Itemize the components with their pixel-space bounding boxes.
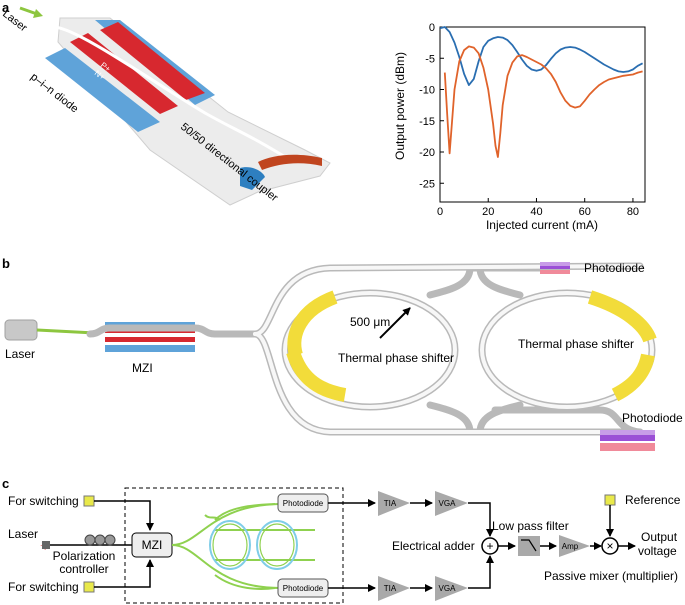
panel-b-label: b [2,256,10,271]
electrical-adder-label: Electrical adder [392,539,475,553]
vga-bottom-label: VGA [439,584,457,593]
tia-bottom-label: TIA [384,584,397,593]
waveguide [54,25,291,162]
series-line-1 [439,26,644,86]
laser-label-c: Laser [8,527,38,541]
passive-mixer-label: Passive mixer (multiplier) [544,569,678,583]
tia-bottom-icon [378,576,410,601]
polarization-paddle-2-icon [94,534,106,546]
heater-left-top [287,290,338,358]
mzi-device [86,322,219,352]
p-region-1 [70,33,178,114]
vga-top-label: VGA [439,499,457,508]
x-tick-label: 60 [579,206,591,218]
panel-c-schematic: For switching For switching Laser ✳ Pola… [8,487,681,604]
polarization-paddle-3-icon [104,534,116,546]
x-tick-label: 40 [530,206,542,218]
phase-shifter-left-label: Thermal phase shifter [338,351,454,365]
reference-label: Reference [625,493,681,507]
photodiode-top-label-b: Photodiode [584,261,645,275]
phase-shifter-right-label: Thermal phase shifter [518,337,634,351]
for-switching-top-label: For switching [8,494,79,508]
photodiode-bottom-label-b: Photodiode [622,411,683,425]
photodiode-top-device [540,262,570,266]
y-tick-label: 0 [429,22,435,34]
laser-arrow-head-icon [33,9,43,18]
x-tick-label: 80 [627,206,639,218]
amp-label: Amp [562,542,579,551]
reference-source-icon [604,494,616,506]
chart-y-axis-label: Output power (dBm) [393,52,407,160]
output-power-chart: 0 20 40 60 80 0 -5 -10 -15 -20 -25 Injected curren… [393,22,646,232]
ring-radius-arrow-icon [379,307,411,339]
x-tick-label: 0 [437,206,443,218]
vga-top-icon [435,491,468,516]
low-pass-filter-label: Low pass filter [492,519,569,533]
tia-top-label: TIA [384,499,397,508]
chart-series [439,26,644,158]
output-arm-red [258,154,322,170]
switch-source-top-icon [83,495,95,507]
n-region-bottom [45,48,160,132]
output-arm-blue [240,167,265,190]
y-tick-label: -20 [419,147,435,159]
series-line-2 [443,45,643,158]
amp-icon [559,535,590,557]
y-tick-label: -15 [419,116,435,128]
panel-c-label: c [2,476,9,491]
heater-right-top [587,290,657,343]
ring-c-left [209,520,251,570]
chart-x-axis-label: Injected current (mA) [486,218,598,232]
chart-ticks: 0 20 40 60 80 0 -5 -10 -15 -20 -25 [419,22,639,218]
mixer-symbol: × [606,539,613,553]
laser-module-icon [42,541,50,549]
ring-c-right [256,520,298,570]
polarization-paddle-1-icon [84,534,96,546]
x-tick-label: 20 [482,206,494,218]
photodiode-bottom-device [600,430,655,435]
heater-right-bottom [611,353,655,402]
laser-label-a: Laser [0,8,29,35]
heater-left-bottom [286,349,347,402]
laser-arrow-icon [19,6,38,16]
low-pass-filter-icon [518,536,540,556]
panel-b-chip: Laser MZI Therma [4,261,683,451]
adder-symbol: + [486,539,493,553]
for-switching-bottom-label: For switching [8,580,79,594]
switch-source-bottom-icon [83,581,95,593]
photodiode-bottom-label-c: Photodiode [283,584,324,593]
y-tick-label: -5 [425,53,435,65]
laser-fiber [36,328,96,335]
chip-boundary [124,487,344,604]
y-tick-label: -25 [419,178,435,190]
ring-radius-label: 500 μm [350,315,390,329]
chart-plot-frame [439,26,646,203]
mzi-label-b: MZI [132,361,153,375]
tia-top-icon [378,491,410,516]
laser-label-b: Laser [5,347,35,361]
vga-bottom-icon [435,576,468,601]
panel-a-label: a [2,0,10,15]
pin-diode-device: Laser p–i–n diode P+ N+ 50/50 directiona… [0,6,331,206]
photodiode-top-label-c: Photodiode [283,499,324,508]
y-tick-label: -10 [419,85,435,97]
laser-source [4,319,38,341]
p-region-2 [100,22,205,100]
mzi-label-c: MZI [142,538,163,552]
